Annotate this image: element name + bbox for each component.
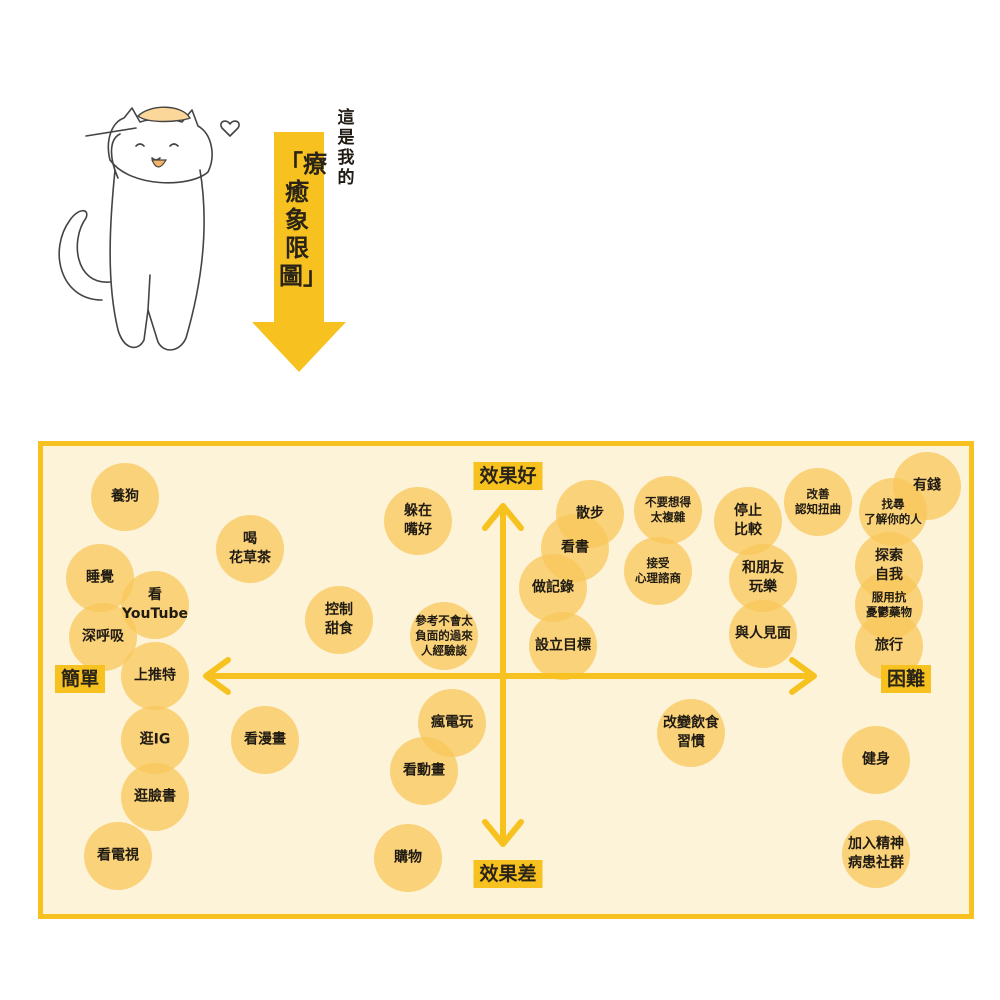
item-label: 逛臉書 (134, 788, 176, 805)
item-label: 旅行 (875, 637, 903, 654)
item-label: 上推特 (134, 667, 176, 684)
axis-label-top: 效果好 (473, 462, 543, 490)
item-bubble (624, 537, 692, 605)
item-label: 做記錄 (532, 579, 574, 596)
item-label: 看電視 (97, 847, 139, 864)
item-bubble (634, 476, 702, 544)
item-bubble (714, 487, 782, 555)
item-label: 停止 比較 (734, 503, 762, 538)
item-bubble (384, 487, 452, 555)
item-bubble (216, 515, 284, 583)
item-bubble (529, 612, 597, 680)
item-label: 散步 (576, 505, 604, 522)
item-bubble (410, 602, 478, 670)
item-label: 改善 認知扭曲 (795, 487, 841, 516)
item-bubble (91, 463, 159, 531)
item-label: 深呼吸 (82, 628, 124, 645)
item-label: 躲在 嘴好 (404, 503, 432, 538)
item-label: 逛IG (139, 731, 171, 748)
item-bubble (84, 822, 152, 890)
item-label: 瘋電玩 (431, 714, 473, 731)
item-label: 有錢 (913, 477, 941, 494)
down-arrow-icon (252, 132, 346, 372)
item-label: 改變飲食 習慣 (663, 715, 719, 750)
item-label: 喝 花草茶 (229, 531, 271, 566)
item-label: 不要想得 太複雜 (645, 495, 691, 524)
item-label: 看書 (561, 539, 589, 556)
item-label: 健身 (862, 751, 890, 768)
item-bubble (231, 706, 299, 774)
item-label: 加入精神 病患社群 (848, 836, 904, 871)
item-label: 與人見面 (735, 625, 791, 642)
item-label: 養狗 (111, 488, 139, 505)
item-bubble (121, 642, 189, 710)
item-bubble (305, 586, 373, 654)
axis-label-bottom: 效果差 (473, 860, 543, 888)
item-label: 看漫畫 (244, 731, 286, 748)
item-label: 和朋友 玩樂 (742, 560, 784, 595)
item-label: 接受 心理諮商 (635, 556, 681, 585)
item-label: 購物 (394, 849, 422, 866)
item-bubble (657, 699, 725, 767)
item-label: 看 YouTube (122, 587, 188, 622)
item-bubble (121, 763, 189, 831)
item-label: 參考不會太 負面的過來 人經驗談 (415, 613, 473, 658)
item-label: 服用抗 憂鬱藥物 (866, 590, 912, 619)
item-bubble (374, 824, 442, 892)
item-label: 睡覺 (86, 569, 114, 586)
item-bubble (519, 554, 587, 622)
item-label: 探索 自我 (875, 548, 903, 583)
cat-illustration (58, 106, 240, 351)
axis-label-right: 困難 (880, 665, 932, 693)
item-label: 看動畫 (403, 762, 445, 779)
item-bubble (390, 737, 458, 805)
item-bubble (842, 820, 910, 888)
intro-title: 「療癒象限圖」 (279, 150, 327, 290)
item-bubble (842, 726, 910, 794)
item-label: 找尋 了解你的人 (864, 497, 922, 526)
item-label: 設立目標 (535, 637, 591, 654)
axis-label-left: 簡單 (54, 665, 106, 693)
intro-side-text: 這是我的 (337, 108, 355, 188)
item-bubble (729, 600, 797, 668)
item-bubble (121, 706, 189, 774)
item-bubble (784, 468, 852, 536)
item-label: 控制 甜食 (325, 602, 353, 637)
